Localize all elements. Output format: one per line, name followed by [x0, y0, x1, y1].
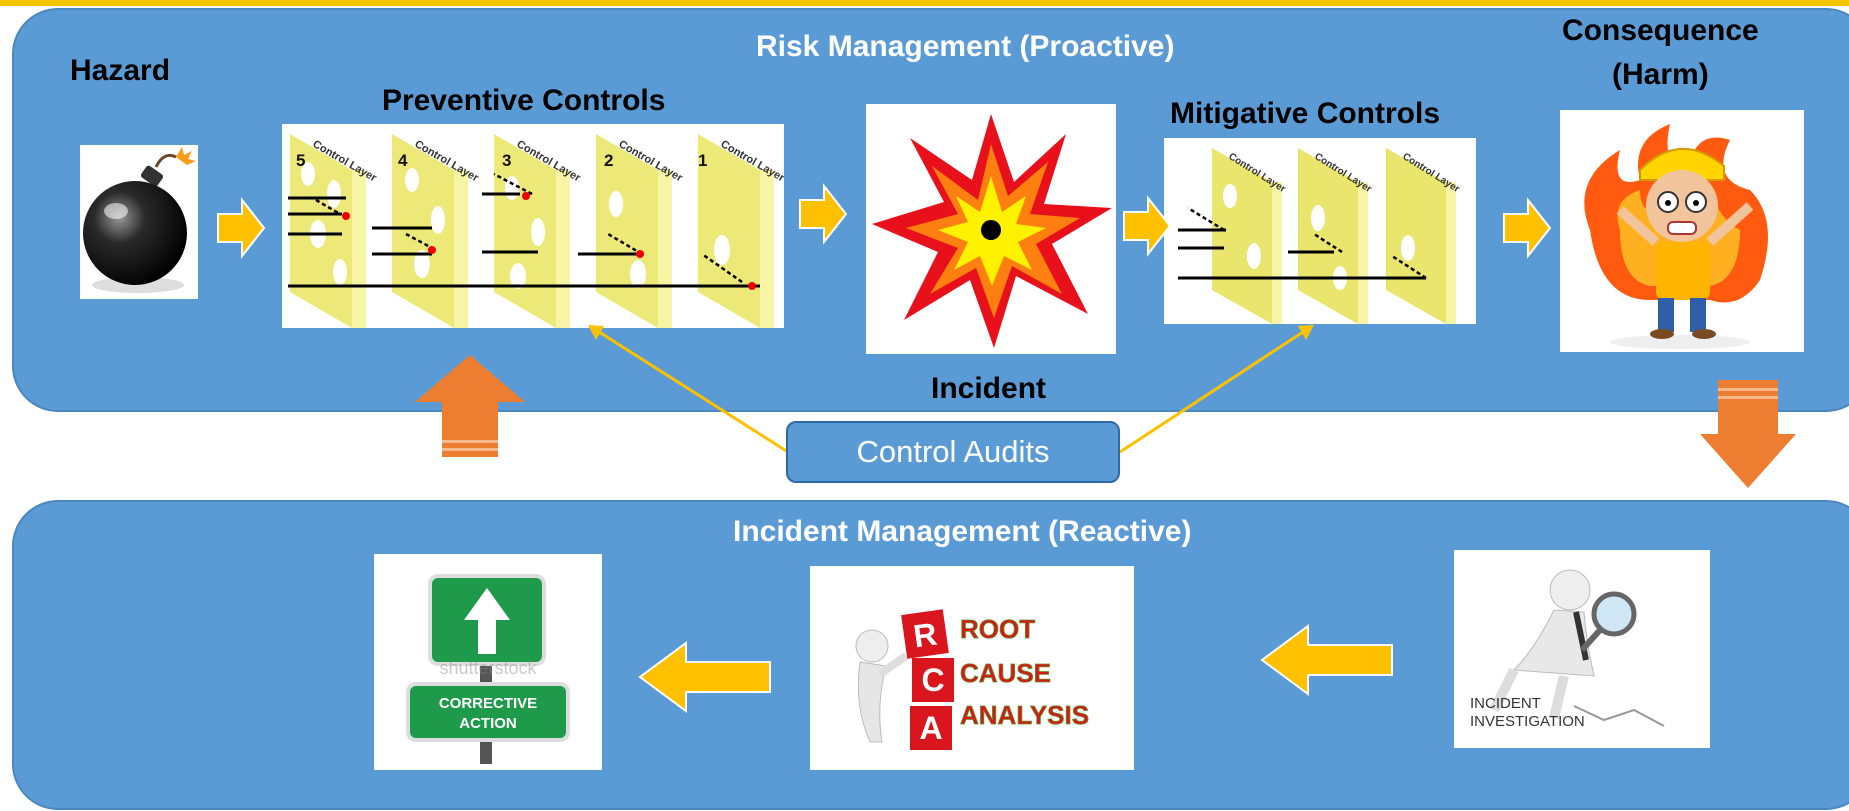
harm-arrow-down [1700, 380, 1796, 488]
preventive-controls-label: Preventive Controls [382, 84, 666, 117]
control-layer-3 [494, 134, 570, 328]
feedback-arrow-up [415, 355, 525, 457]
corrective-text-line1: CORRECTIVE [439, 695, 537, 712]
incident-explosion-image [866, 104, 1116, 354]
arrow-mitigative-to-consequence [1503, 197, 1552, 259]
audit-line-to-mitigative [1119, 328, 1307, 454]
corrective-action-image: CORRECTIVE ACTION shutterstock [374, 554, 602, 770]
control-layer-2 [596, 134, 672, 328]
control-layer-5 [290, 134, 366, 328]
rca-letter-c: C [921, 662, 944, 698]
consequence-harm-image [1560, 110, 1804, 352]
shutterstock-watermark: shutterstock [439, 658, 537, 678]
rca-word-analysis: ANALYSIS [960, 700, 1089, 730]
control-layer-4 [392, 134, 468, 328]
harm-label: (Harm) [1612, 58, 1709, 91]
arrow-preventive-to-incident [799, 183, 848, 245]
hazard-label: Hazard [70, 54, 171, 87]
layer-number-5: 5 [296, 151, 305, 170]
arrow-incident-to-mitigative [1123, 195, 1172, 257]
layer-number-2: 2 [604, 151, 613, 170]
rca-word-root: ROOT [960, 614, 1035, 644]
rca-letter-r: R [911, 616, 939, 655]
mitigative-controls-label: Mitigative Controls [1170, 97, 1441, 130]
layer-number-4: 4 [398, 151, 408, 170]
layer-number-3: 3 [502, 151, 511, 170]
incident-label: Incident [931, 372, 1047, 405]
root-cause-analysis-image: R C A ROOT CAUSE ANALYSIS [810, 566, 1134, 770]
incident-management-title: Incident Management (Reactive) [733, 515, 1192, 548]
mitigative-controls-image: Control Layer Control Layer Control Laye… [1164, 138, 1476, 324]
rca-letter-a: A [919, 710, 942, 746]
arrow-investigation-to-rca [1260, 624, 1393, 696]
preventive-controls-image: Control Layer Control Layer Control Laye… [282, 124, 784, 328]
bomb-image [80, 145, 198, 299]
mitigative-layer-a [1212, 148, 1282, 324]
control-audits-box: Control Audits [786, 421, 1120, 483]
corrective-text-line2: ACTION [459, 715, 517, 732]
consequence-label: Consequence [1562, 14, 1759, 47]
investigation-text-line2: INVESTIGATION [1470, 713, 1585, 730]
arrow-rca-to-corrective [638, 641, 771, 713]
layer-number-1: 1 [698, 151, 707, 170]
control-layer-1 [698, 134, 774, 328]
incident-investigation-image: INCIDENT INVESTIGATION [1454, 550, 1710, 748]
investigation-text-line1: INCIDENT [1470, 695, 1541, 712]
rca-word-cause: CAUSE [960, 658, 1051, 688]
mitigative-layer-c [1386, 148, 1456, 324]
arrow-hazard-to-preventive [217, 197, 266, 259]
top-accent-line [0, 0, 1849, 6]
risk-management-title: Risk Management (Proactive) [756, 30, 1175, 63]
audit-line-to-preventive [595, 328, 789, 454]
